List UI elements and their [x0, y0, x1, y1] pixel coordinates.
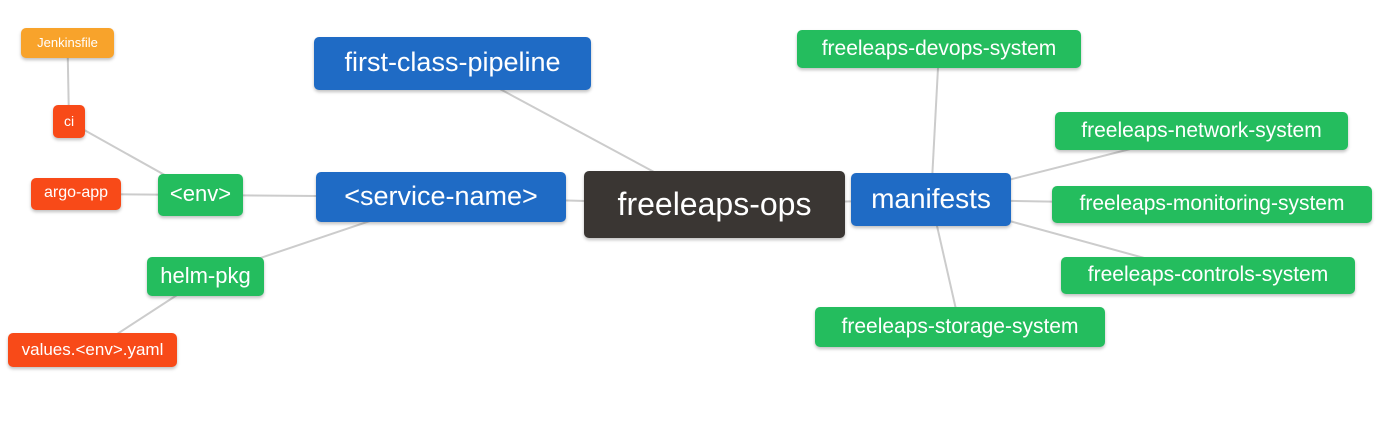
node-label-ci: ci	[63, 112, 75, 129]
node-label-freeleaps-ops: freeleaps-ops	[617, 185, 812, 222]
node-label-values-env-yaml: values.<env>.yaml	[21, 339, 164, 359]
node-env[interactable]: <env>	[158, 174, 243, 216]
node-label-freeleaps-controls-system: freeleaps-controls-system	[1087, 263, 1329, 286]
node-label-first-class-pipeline: first-class-pipeline	[344, 47, 561, 77]
node-jenkinsfile[interactable]: Jenkinsfile	[21, 28, 114, 58]
node-service-name[interactable]: <service-name>	[316, 172, 566, 222]
node-freeleaps-monitoring-system[interactable]: freeleaps-monitoring-system	[1052, 186, 1372, 223]
node-freeleaps-network-system[interactable]: freeleaps-network-system	[1055, 112, 1348, 150]
node-freeleaps-devops-system[interactable]: freeleaps-devops-system	[797, 30, 1081, 68]
node-argo-app[interactable]: argo-app	[31, 178, 121, 210]
node-freeleaps-controls-system[interactable]: freeleaps-controls-system	[1061, 257, 1355, 294]
node-label-freeleaps-network-system: freeleaps-network-system	[1081, 118, 1322, 142]
node-freeleaps-ops[interactable]: freeleaps-ops	[584, 171, 845, 238]
node-label-manifests: manifests	[871, 182, 991, 214]
node-label-freeleaps-monitoring-system: freeleaps-monitoring-system	[1079, 192, 1345, 215]
node-label-freeleaps-storage-system: freeleaps-storage-system	[841, 314, 1079, 338]
node-manifests[interactable]: manifests	[851, 173, 1011, 226]
node-values-env-yaml[interactable]: values.<env>.yaml	[8, 333, 177, 367]
node-label-helm-pkg: helm-pkg	[160, 262, 251, 288]
node-helm-pkg[interactable]: helm-pkg	[147, 257, 264, 296]
node-freeleaps-storage-system[interactable]: freeleaps-storage-system	[815, 307, 1105, 347]
node-label-argo-app: argo-app	[43, 184, 109, 201]
node-label-freeleaps-devops-system: freeleaps-devops-system	[821, 36, 1057, 60]
node-first-class-pipeline[interactable]: first-class-pipeline	[314, 37, 591, 90]
node-label-jenkinsfile: Jenkinsfile	[37, 34, 98, 50]
node-label-service-name: <service-name>	[344, 180, 538, 211]
node-ci[interactable]: ci	[53, 105, 85, 138]
node-label-env: <env>	[169, 181, 232, 206]
